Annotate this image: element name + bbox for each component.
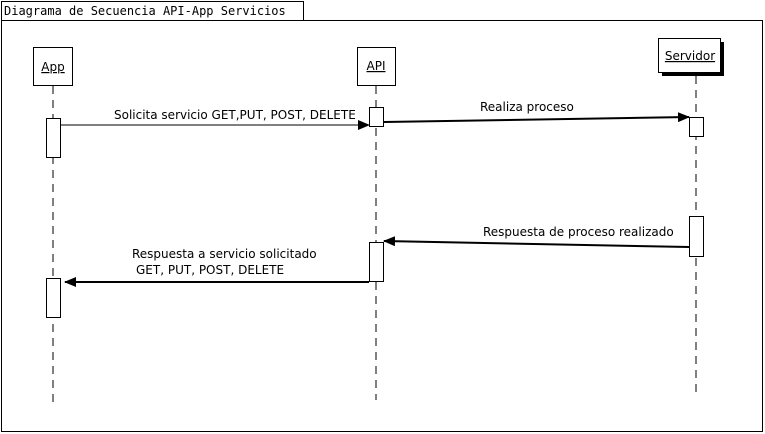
message-label-1: Solicita servicio GET,PUT, POST, DELETE	[114, 108, 356, 122]
participant-api	[357, 47, 396, 86]
activation-app-2	[46, 278, 61, 318]
message-label-3: Respuesta de proceso realizado	[483, 225, 674, 239]
message-label-4-line2: GET, PUT, POST, DELETE	[136, 263, 284, 277]
activation-api-2	[369, 242, 384, 282]
message-arrow-2	[383, 112, 690, 123]
activation-app-1	[46, 118, 61, 158]
participant-api-label: API	[367, 59, 386, 73]
diagram-frame	[1, 20, 763, 432]
frame-title-tab	[1, 1, 304, 21]
diagram-title: Diagrama de Secuencia API-App Servicios	[4, 4, 286, 18]
activation-api-1	[369, 107, 384, 127]
message-label-2: Realiza proceso	[480, 100, 574, 114]
message-arrow-3	[383, 236, 690, 248]
participant-servidor	[658, 38, 721, 73]
participant-app-label: App	[41, 60, 64, 74]
participant-servidor-label: Servidor	[665, 49, 715, 63]
participant-app	[33, 47, 73, 86]
activation-servidor-2	[689, 216, 704, 257]
activation-servidor-1	[689, 117, 704, 137]
message-label-4-line1: Respuesta a servicio solicitado	[132, 247, 317, 261]
